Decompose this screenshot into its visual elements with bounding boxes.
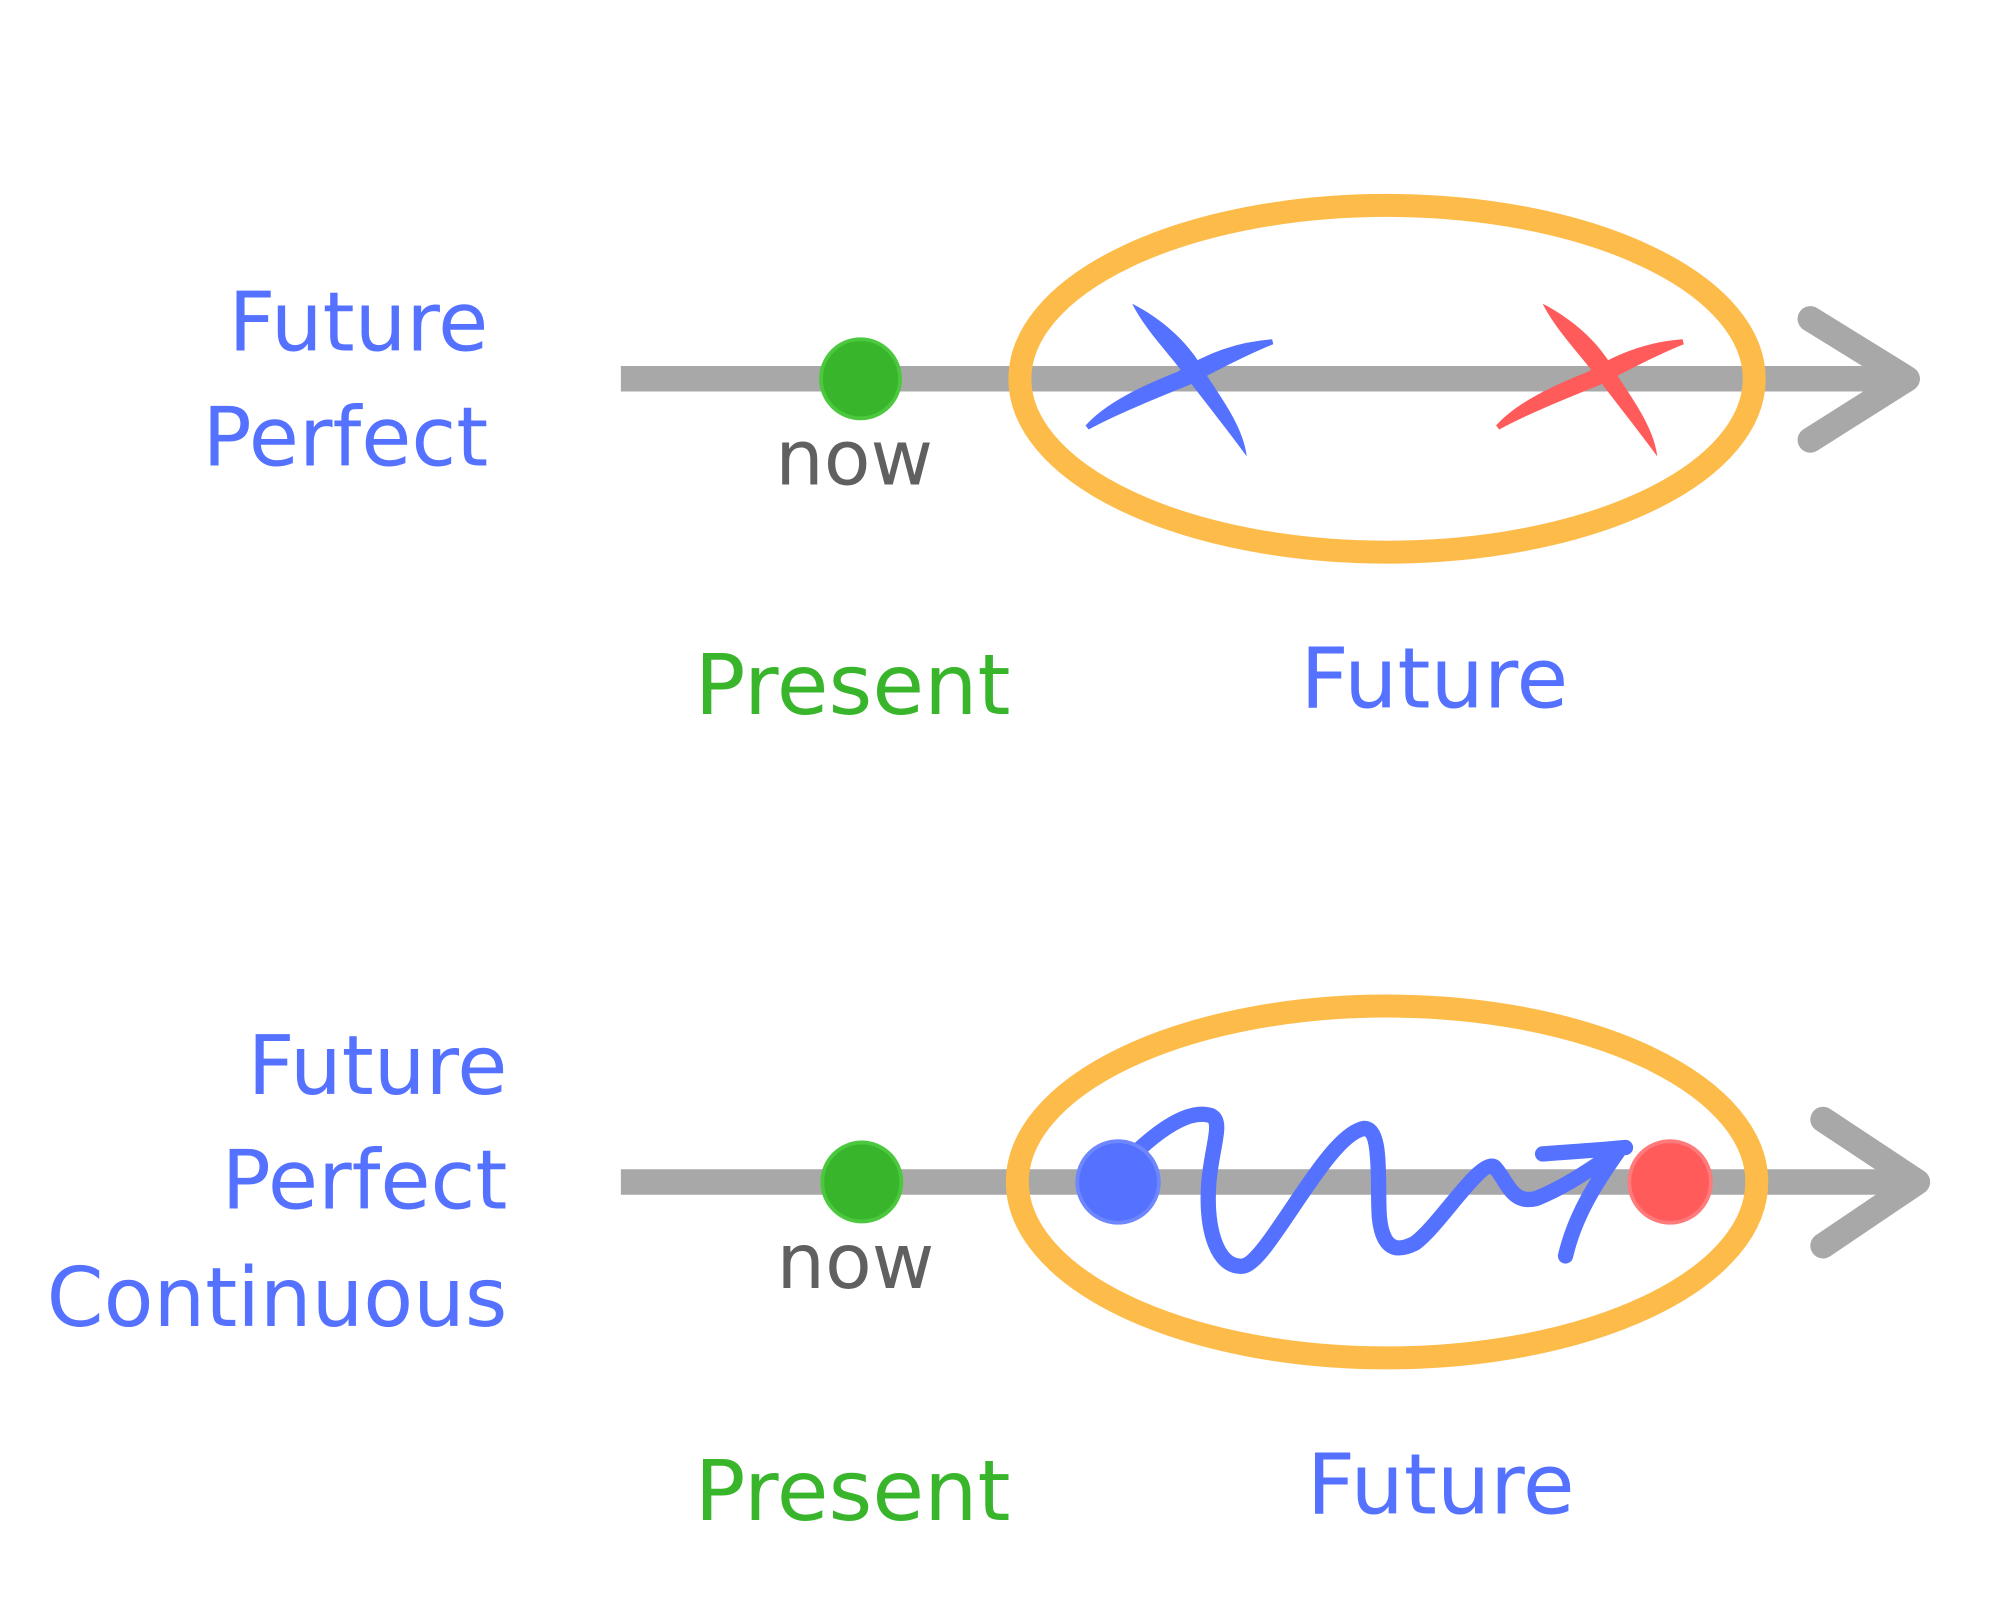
- tense-label-line: Perfect: [222, 1134, 508, 1229]
- action-cross-icon: [1085, 303, 1274, 457]
- future-label: Future: [1300, 630, 1568, 728]
- future-label: Future: [1307, 1435, 1575, 1533]
- tense-label-line: Continuous: [47, 1251, 508, 1346]
- end-dot: [1627, 1139, 1713, 1225]
- now-label: now: [775, 415, 933, 504]
- tense-label-line: Future: [228, 276, 488, 371]
- now-dot: [819, 337, 902, 421]
- present-label: Present: [695, 1442, 1011, 1540]
- now-label: now: [777, 1218, 935, 1307]
- timeline-arrowhead-icon: [1797, 306, 1920, 453]
- future-range-ellipse: [1008, 193, 1766, 564]
- future-perfect-diagram: Future Perfect now Present Future: [203, 193, 1920, 734]
- future-perfect-continuous-diagram: Future Perfect Continuous now Present Fu…: [47, 994, 1931, 1540]
- tense-label-line: Future: [248, 1019, 508, 1114]
- now-dot: [820, 1140, 904, 1224]
- future-range-ellipse: [1005, 994, 1769, 1370]
- present-label: Present: [695, 636, 1011, 734]
- continuous-action-squiggle: [1133, 1106, 1634, 1274]
- start-dot: [1075, 1139, 1161, 1225]
- tense-label-line: Perfect: [203, 390, 489, 485]
- timeline-arrowhead-icon: [1810, 1106, 1931, 1259]
- action-cross-icon: [1496, 303, 1684, 457]
